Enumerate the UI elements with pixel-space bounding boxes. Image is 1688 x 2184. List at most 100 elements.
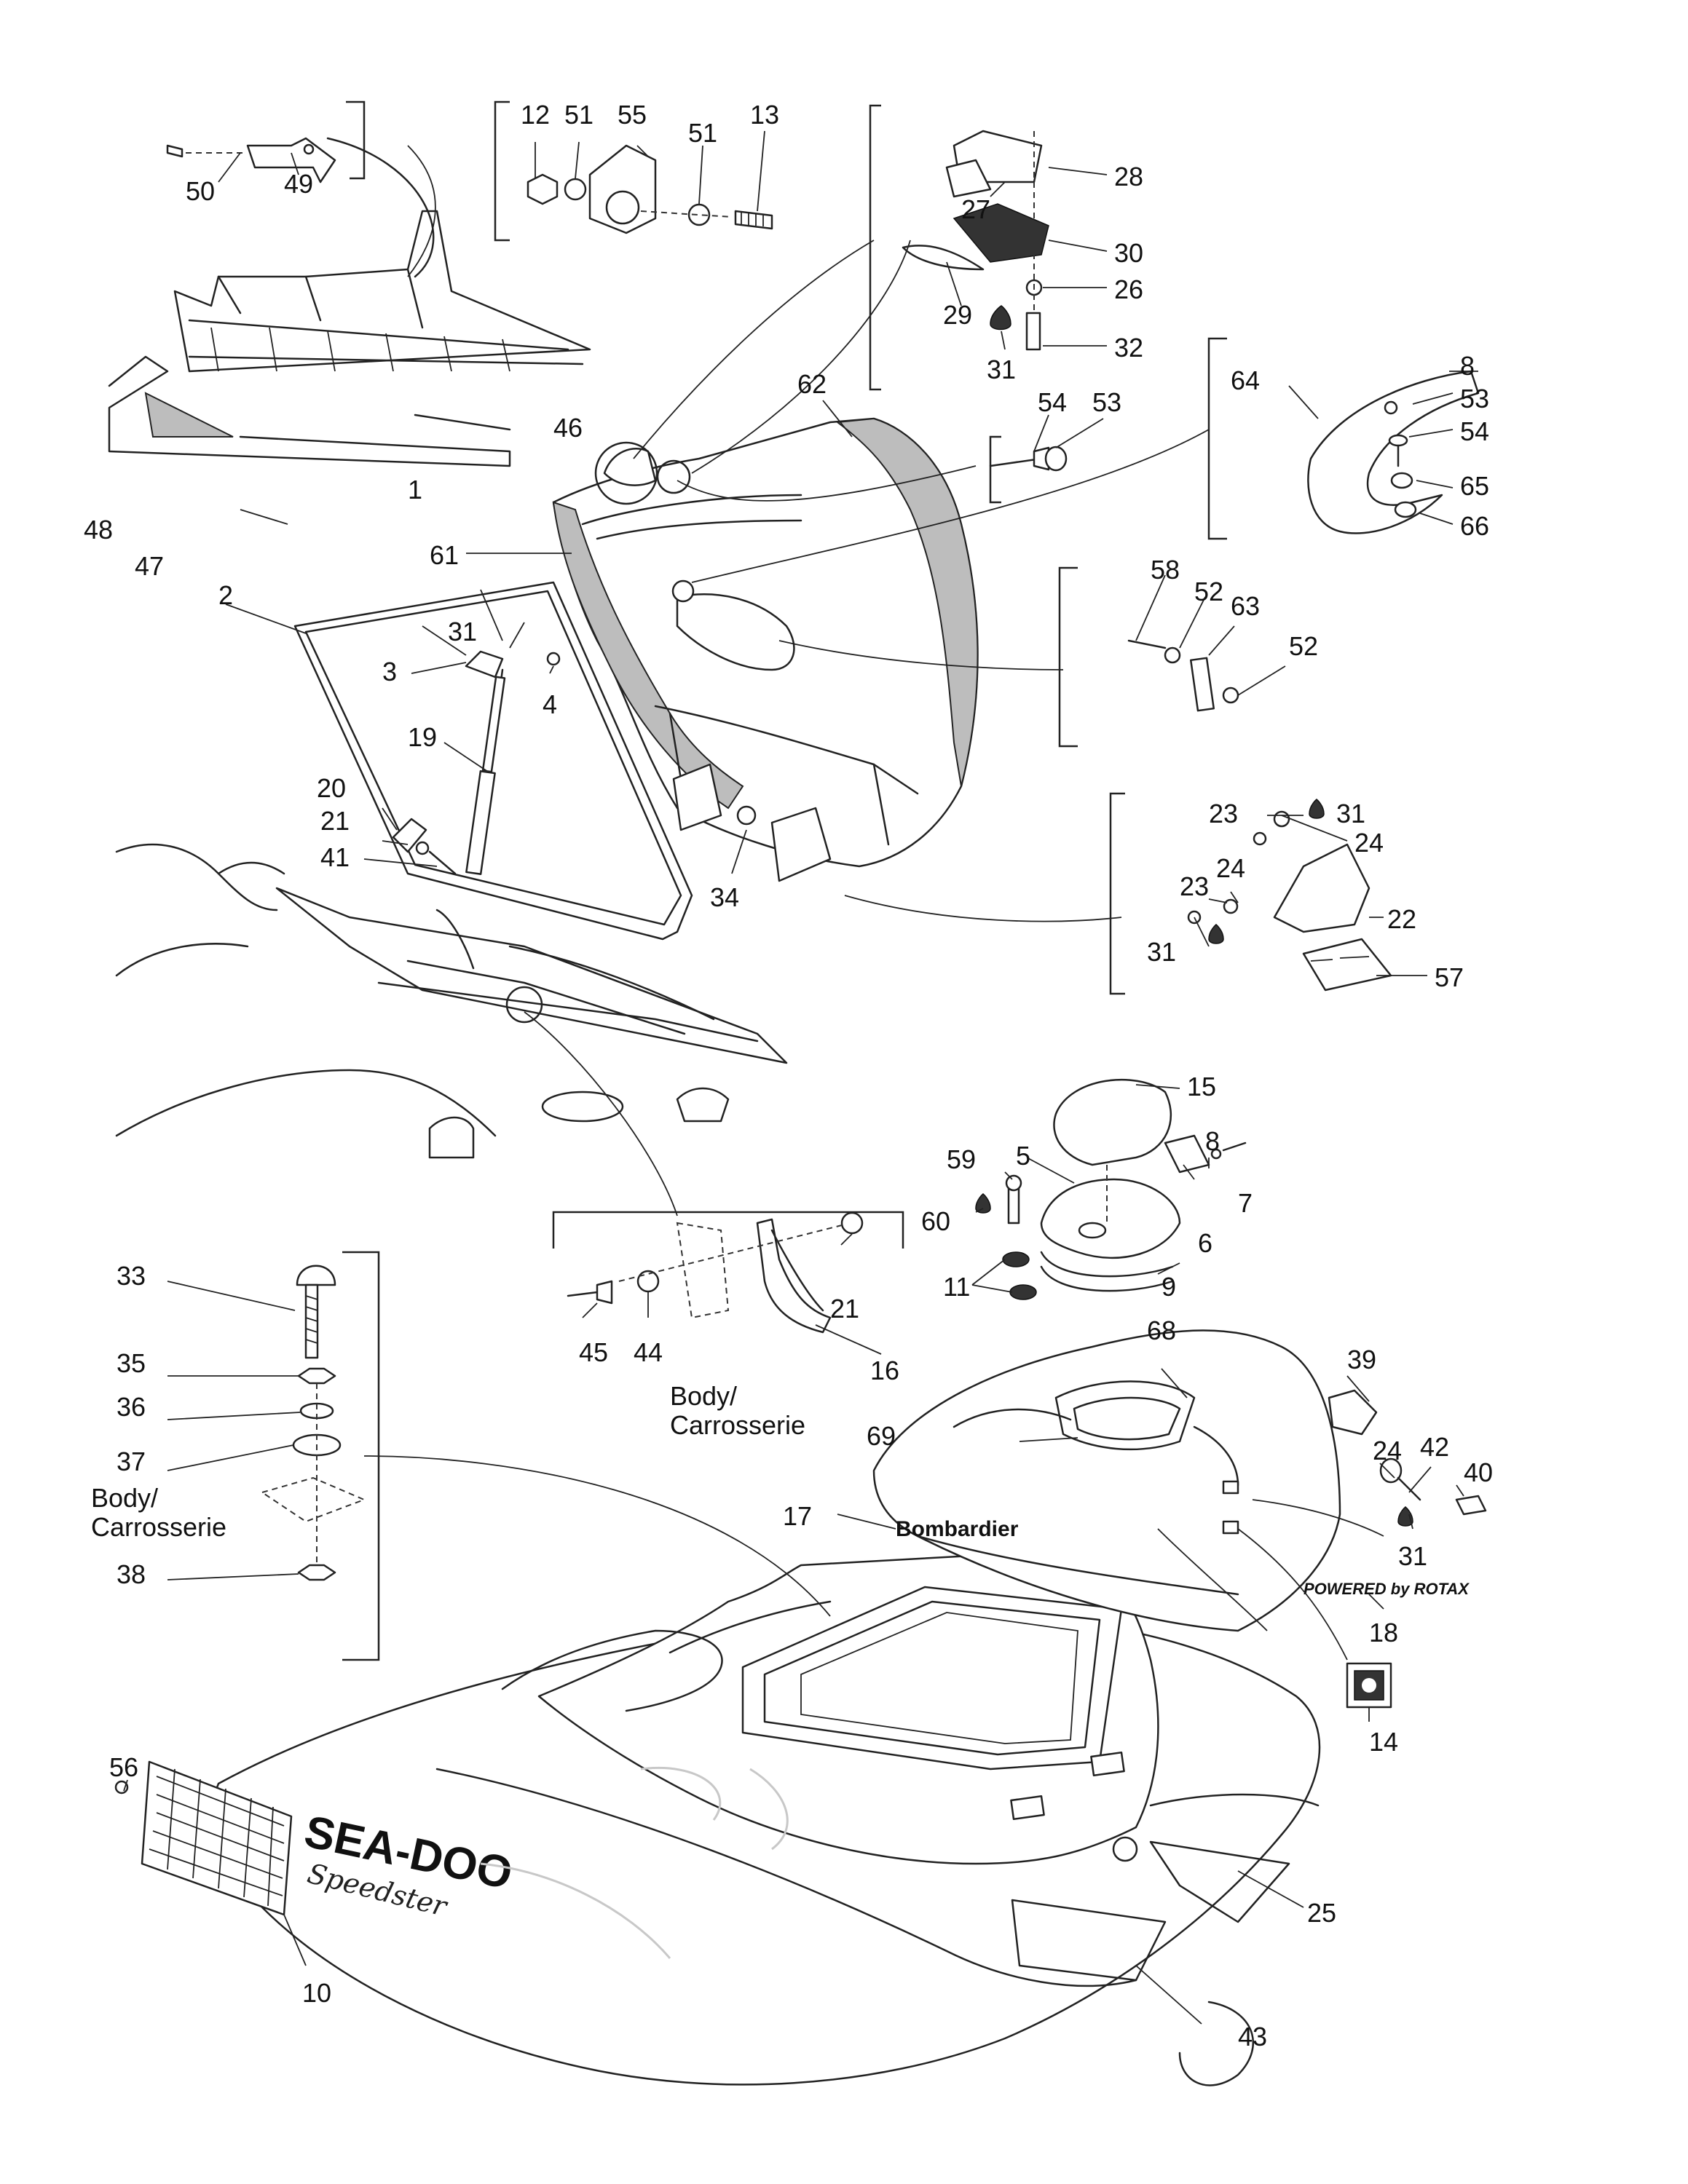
leader-lines bbox=[123, 130, 1478, 2025]
callout-60: 60 bbox=[921, 1206, 950, 1236]
strap-parts bbox=[567, 1211, 864, 1334]
storage-cap-parts bbox=[975, 1078, 1247, 1300]
callout-65: 65 bbox=[1460, 471, 1489, 501]
callout-13: 13 bbox=[750, 100, 779, 130]
callout-63: 63 bbox=[1231, 591, 1260, 621]
callout-34: 34 bbox=[710, 882, 739, 912]
callout-29: 29 bbox=[943, 300, 972, 330]
callout-23-left: 23 bbox=[1180, 871, 1209, 901]
callout-31-latch: 31 bbox=[987, 355, 1016, 384]
connector-curves bbox=[363, 145, 1384, 1661]
callout-39: 39 bbox=[1347, 1345, 1376, 1374]
rotax-logo-text: POWERED by ROTAX bbox=[1304, 1580, 1470, 1598]
callout-36: 36 bbox=[117, 1392, 146, 1422]
assembly-drawing: SEA-DOO Speedster bbox=[108, 100, 1487, 2086]
callout-42: 42 bbox=[1420, 1432, 1449, 1462]
callout-58: 58 bbox=[1151, 555, 1180, 585]
callout-18: 18 bbox=[1369, 1618, 1398, 1647]
callout-labels: 50 49 12 51 55 51 13 28 27 30 26 29 32 3… bbox=[84, 100, 1493, 2052]
callout-9: 9 bbox=[1162, 1272, 1176, 1302]
callout-1: 1 bbox=[408, 475, 422, 505]
callout-57: 57 bbox=[1435, 962, 1464, 992]
callout-19: 19 bbox=[408, 722, 437, 752]
callout-12: 12 bbox=[521, 100, 550, 130]
callout-68: 68 bbox=[1147, 1315, 1176, 1345]
callout-54-cover: 54 bbox=[1460, 416, 1489, 446]
callout-49: 49 bbox=[284, 169, 313, 199]
callout-61: 61 bbox=[430, 540, 459, 570]
callout-3: 3 bbox=[382, 657, 397, 687]
callout-50: 50 bbox=[186, 176, 215, 206]
callout-46: 46 bbox=[553, 413, 583, 443]
bombardier-logo-text: Bombardier bbox=[896, 1517, 1019, 1541]
storage-tray-part-46 bbox=[108, 137, 591, 467]
callout-51-left: 51 bbox=[564, 100, 593, 130]
callout-5: 5 bbox=[1016, 1141, 1030, 1171]
callout-24-hinge-left: 24 bbox=[1216, 853, 1245, 883]
pin-58 bbox=[1127, 639, 1239, 712]
callout-66: 66 bbox=[1460, 511, 1489, 541]
callout-28: 28 bbox=[1114, 162, 1143, 191]
gasket-part-2 bbox=[293, 581, 693, 941]
callout-43: 43 bbox=[1238, 2022, 1267, 2052]
callout-33: 33 bbox=[117, 1261, 146, 1291]
callout-32: 32 bbox=[1114, 333, 1143, 363]
callout-55: 55 bbox=[618, 100, 647, 130]
callout-22: 22 bbox=[1387, 904, 1416, 934]
callout-44: 44 bbox=[634, 1337, 663, 1367]
callout-14: 14 bbox=[1369, 1727, 1398, 1757]
callout-69: 69 bbox=[867, 1421, 896, 1451]
callout-17: 17 bbox=[783, 1501, 812, 1531]
callout-40: 40 bbox=[1464, 1457, 1493, 1487]
callout-41: 41 bbox=[320, 842, 350, 872]
callout-54-pin: 54 bbox=[1038, 387, 1067, 417]
callout-52-lower: 52 bbox=[1289, 631, 1318, 661]
callout-8-cap: 8 bbox=[1205, 1126, 1220, 1156]
callout-23-top: 23 bbox=[1209, 799, 1238, 828]
hull-deck: SEA-DOO Speedster bbox=[212, 1549, 1321, 2086]
callout-64: 64 bbox=[1231, 365, 1260, 395]
callout-16: 16 bbox=[870, 1356, 899, 1385]
cover-part-64 bbox=[1307, 370, 1480, 534]
callout-31-hatch: 31 bbox=[448, 617, 477, 646]
callout-25: 25 bbox=[1307, 1898, 1336, 1928]
latch-assembly bbox=[902, 130, 1049, 351]
callout-35: 35 bbox=[117, 1348, 146, 1378]
body-note-bolt-line2: Carrosserie bbox=[91, 1512, 226, 1542]
engine-cover: Bombardier POWERED by ROTAX bbox=[872, 1329, 1487, 1709]
callout-51-right: 51 bbox=[688, 118, 717, 148]
bolt-stack bbox=[260, 1265, 366, 1581]
callout-24-hinge-top: 24 bbox=[1354, 828, 1384, 858]
callout-38: 38 bbox=[117, 1559, 146, 1589]
callout-62: 62 bbox=[797, 369, 827, 399]
callout-21-left: 21 bbox=[320, 806, 350, 836]
callout-7: 7 bbox=[1238, 1188, 1253, 1218]
body-note-bolt-line1: Body/ bbox=[91, 1483, 158, 1513]
callout-31-hinge-top: 31 bbox=[1336, 799, 1365, 828]
upper-deck-left bbox=[115, 843, 788, 1159]
callout-48: 48 bbox=[84, 515, 113, 545]
callout-31-cover: 31 bbox=[1398, 1541, 1427, 1571]
gas-spring-part-19 bbox=[392, 650, 561, 875]
pin-54 bbox=[989, 446, 1068, 472]
callout-2: 2 bbox=[218, 580, 233, 610]
callout-27: 27 bbox=[961, 194, 990, 224]
callout-30: 30 bbox=[1114, 238, 1143, 268]
callout-45: 45 bbox=[579, 1337, 608, 1367]
callout-4: 4 bbox=[543, 689, 557, 719]
callout-52-upper: 52 bbox=[1194, 577, 1223, 606]
body-note-strap-line2: Carrosserie bbox=[670, 1410, 805, 1440]
body-note-strap-line1: Body/ bbox=[670, 1381, 737, 1411]
callout-59: 59 bbox=[947, 1144, 976, 1174]
callout-20: 20 bbox=[317, 773, 346, 803]
callout-26: 26 bbox=[1114, 274, 1143, 304]
callout-53-cover: 53 bbox=[1460, 384, 1489, 414]
callout-11: 11 bbox=[943, 1272, 970, 1302]
callout-24-cover: 24 bbox=[1373, 1436, 1402, 1465]
callout-56: 56 bbox=[109, 1752, 138, 1782]
callout-10: 10 bbox=[302, 1978, 331, 2008]
latch-parts-top bbox=[526, 144, 773, 234]
callout-31-hinge-bottom: 31 bbox=[1147, 937, 1176, 967]
callout-21-strap: 21 bbox=[830, 1294, 859, 1324]
